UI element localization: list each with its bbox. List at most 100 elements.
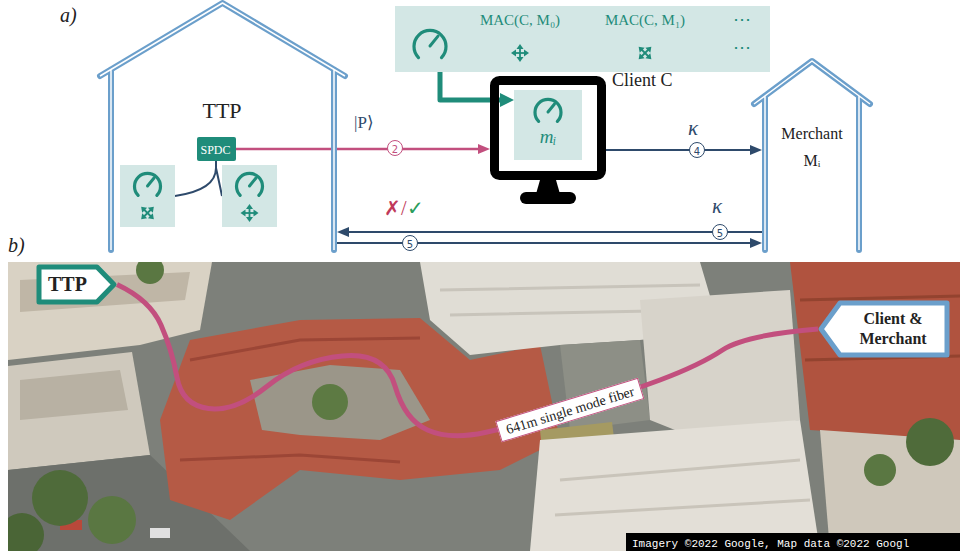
- drawing-part: [645, 44, 653, 52]
- drawing-part: [555, 460, 810, 515]
- drawing-part: [254, 210, 259, 217]
- edge-label: κ: [688, 116, 698, 140]
- house-title: TTP: [202, 98, 241, 123]
- text-slot: MAC(C, M₀): [480, 11, 560, 29]
- edge-label-slot: |P⟩: [354, 112, 374, 133]
- drawing-part: [222, 165, 277, 227]
- label-slot: b): [8, 234, 25, 257]
- map-marker-text: TTP: [48, 273, 87, 295]
- basis-band: MAC(C, M₀)MAC(C, M₁)⋯⋯: [395, 6, 770, 72]
- drawing-part: [139, 204, 147, 212]
- drawing-part: [530, 420, 820, 551]
- edge-label: κ: [712, 194, 722, 218]
- drawing-part: [39, 267, 114, 302]
- node-shape: [395, 6, 770, 72]
- drawing-part: [246, 204, 253, 209]
- house-title: Merchant Mᵢ: [781, 125, 842, 169]
- drawing-part: [517, 57, 524, 62]
- client-monitor: Client Cmᵢ: [490, 76, 606, 206]
- panel-letter: b): [8, 234, 25, 256]
- text-slot: ⋯: [733, 36, 751, 58]
- label-slot: 2: [387, 140, 403, 156]
- callout-number: 5: [717, 228, 723, 239]
- drawing-part: [790, 262, 960, 440]
- drawing-part: [135, 173, 161, 195]
- drawing-part: [250, 178, 257, 186]
- connector: [337, 242, 750, 244]
- text-slot: TTP: [48, 273, 87, 296]
- node-shape: [514, 90, 582, 160]
- ellipsis: ⋯: [733, 37, 751, 57]
- drawing-part: [524, 50, 529, 57]
- label-slot: 5: [402, 235, 418, 251]
- text-slot: Client C: [612, 70, 673, 91]
- drawing-part: [821, 303, 947, 355]
- drawing-part: [636, 53, 644, 61]
- mac-tag: MAC(C, M₀): [480, 12, 560, 28]
- drawing-part: [136, 262, 164, 284]
- drawing-part: [514, 90, 582, 160]
- client-screen: mᵢ: [514, 90, 582, 160]
- drawing-part: [8, 352, 150, 470]
- drawing-part: [517, 44, 524, 49]
- drawing-part: [150, 528, 170, 538]
- drawing-part: [241, 210, 246, 217]
- callout-number: 4: [694, 146, 700, 157]
- aerial-photo-group: [8, 262, 960, 551]
- text-slot: TTP: [202, 98, 241, 124]
- drawing-part: [246, 217, 253, 222]
- drawing-part: [864, 454, 896, 486]
- measurement-result: mᵢ: [540, 126, 557, 147]
- edge-label-slot: κ: [712, 194, 722, 219]
- drawing-part: [395, 6, 770, 72]
- connector: [606, 149, 750, 151]
- text-slot: Client & Merchant: [850, 309, 936, 349]
- connector: [236, 148, 479, 150]
- drawing-part: [8, 513, 44, 551]
- drawing-part: [241, 204, 259, 222]
- drawing-part: [511, 44, 529, 62]
- drawing-part: [135, 200, 160, 225]
- text-slot: SPDC: [201, 140, 231, 158]
- drawing-part: [148, 213, 156, 221]
- panel-letter: a): [60, 4, 77, 26]
- drawing-part: [800, 296, 960, 360]
- drawing-part: [88, 496, 136, 544]
- drawing-part: [535, 99, 561, 121]
- merchant-house: Merchant Mᵢ: [762, 58, 862, 250]
- client-name: Client C: [612, 70, 673, 90]
- drawing-part: [645, 53, 653, 61]
- drawing-part: [175, 156, 222, 196]
- drawing-part: [754, 61, 870, 250]
- label-slot: 4: [689, 142, 705, 158]
- drawing-part: [180, 338, 420, 462]
- drawing-part: [536, 180, 560, 194]
- drawing-part: [520, 192, 576, 204]
- drawing-part: [100, 3, 345, 250]
- drawing-part: [640, 290, 800, 440]
- drawing-part: [430, 36, 438, 46]
- client-map-marker: Client & Merchant: [818, 300, 950, 358]
- drawing-part: [495, 81, 602, 176]
- connector: [349, 231, 762, 233]
- edge-label: |P⟩: [354, 113, 374, 132]
- drawing-part: [8, 262, 212, 360]
- map-attribution: Imagery ©2022 Google, Map data ©2022 Goo…: [632, 538, 909, 550]
- drawing-part: [754, 61, 870, 250]
- node-shape: [108, 0, 337, 250]
- drawing-part: [237, 173, 263, 195]
- callout-number: 2: [392, 144, 398, 155]
- drawing-part: [20, 370, 128, 420]
- edge-label: ✗/✓: [384, 196, 424, 220]
- drawing-part: [8, 262, 960, 551]
- drawing-part: [148, 178, 155, 186]
- drawing-part: [120, 165, 175, 227]
- map-marker-text: Client & Merchant: [859, 310, 926, 347]
- drawing-part: [548, 104, 555, 112]
- label-slot: a): [60, 4, 77, 27]
- node-shape: [818, 300, 950, 358]
- label-slot: Imagery ©2022 Google, Map data ©2022 Goo…: [626, 533, 960, 551]
